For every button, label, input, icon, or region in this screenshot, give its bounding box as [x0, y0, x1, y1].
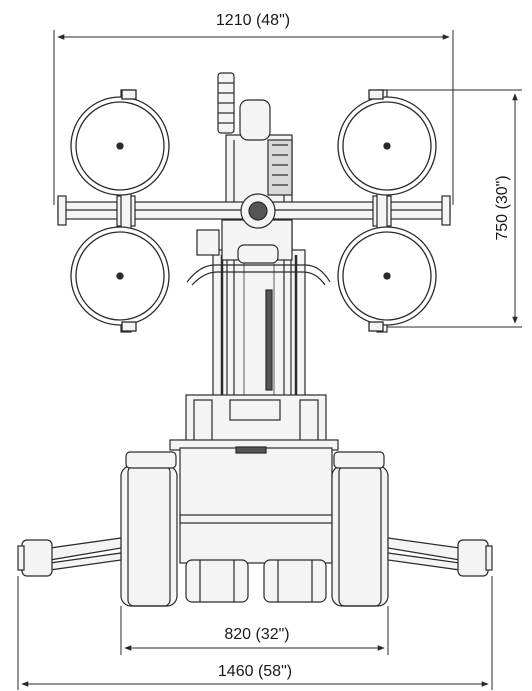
rear-wheels [185, 559, 327, 603]
suction-cup-bottom-right [337, 226, 437, 332]
dimension-top-width-label: 1210 (48") [216, 12, 290, 29]
outrigger-right [387, 537, 493, 577]
dimension-overall-width [17, 576, 493, 690]
suction-cup-top-right [337, 89, 437, 196]
lower-brackets [186, 219, 331, 286]
dimension-wheel-track-label: 820 (32") [224, 626, 289, 643]
dimension-wheel-track [120, 606, 389, 655]
outrigger-left [17, 537, 122, 577]
suction-cup-top-left [70, 89, 170, 196]
chassis-body [169, 394, 339, 564]
dimension-right-height [370, 89, 522, 328]
dimension-top-width [53, 30, 454, 205]
control-box [217, 72, 293, 196]
dimension-overall-width-label: 1460 (58") [218, 663, 292, 680]
dimension-right-height-label: 750 (30") [494, 175, 511, 240]
drive-wheel-right [331, 451, 389, 607]
drive-wheel-left [120, 451, 178, 607]
cross-arm [57, 193, 451, 229]
suction-cup-bottom-left [70, 226, 170, 332]
